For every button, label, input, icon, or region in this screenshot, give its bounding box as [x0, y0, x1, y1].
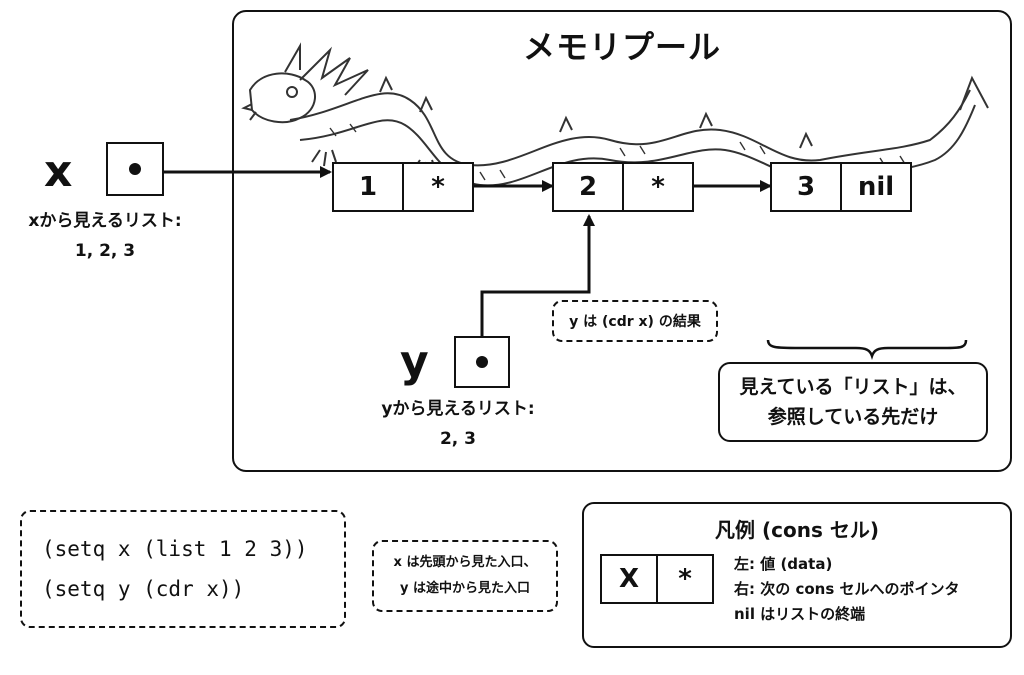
cons-cell-3: 3 nil [770, 162, 912, 212]
cell-1-value: 1 [358, 172, 378, 202]
y-pointer-dot [476, 356, 488, 368]
x-pointer-box [106, 142, 164, 196]
legend-line-2: 右: 次の cons セルへのポインタ [734, 580, 960, 598]
x-caption-line2: 1, 2, 3 [74, 241, 136, 261]
y-pointer-arrow [480, 214, 595, 360]
entry-note-line2: y は途中から見た入口 [399, 581, 530, 596]
cell-2-pointer: * [622, 164, 692, 210]
y-pointer-box [454, 336, 510, 388]
cell-3-value: 3 [796, 172, 816, 202]
cons-cell-2: 2 * [552, 162, 694, 212]
x-pointer-dot [129, 163, 141, 175]
legend-line-1: 左: 値 (data) [734, 555, 833, 573]
y-caption-line1: yから見えるリスト: [381, 399, 535, 419]
code-line-2: (setq y (cdr x)) [42, 577, 245, 601]
y-variable-label: y [400, 336, 429, 387]
legend-cons-cell: X * [600, 554, 714, 604]
legend-cell-value: X [618, 564, 640, 594]
visible-list-note: 見えている「リスト」は、 参照している先だけ [718, 362, 988, 442]
cell-3-pointer: nil [840, 164, 910, 210]
x-variable-label: x [44, 146, 73, 197]
y-caption: yから見えるリスト: 2, 3 [340, 394, 576, 454]
memory-pool-title: メモリプール [522, 28, 721, 66]
code-line-1: (setq x (list 1 2 3)) [42, 537, 308, 561]
legend-description: 左: 値 (data) 右: 次の cons セルへのポインタ nil はリスト… [734, 552, 959, 627]
legend-title: 凡例 (cons セル) [715, 518, 879, 542]
cdr-note: y は (cdr x) の結果 [552, 300, 718, 342]
legend-line-3: nil はリストの終端 [734, 605, 866, 623]
entry-note-line1: x は先頭から見た入口、 [393, 555, 537, 570]
entry-note: x は先頭から見た入口、 y は途中から見た入口 [372, 540, 558, 612]
cell-1-pointer: * [402, 164, 472, 210]
cell-2-value: 2 [578, 172, 598, 202]
y-caption-line2: 2, 3 [439, 429, 477, 449]
legend-box: 凡例 (cons セル) X * 左: 値 (data) 右: 次の cons … [582, 502, 1012, 648]
x-caption-line1: xから見えるリスト: [28, 211, 182, 231]
visible-note-line1: 見えている「リスト」は、 [739, 376, 967, 398]
curly-brace [766, 339, 968, 360]
legend-cell-pointer: * [656, 556, 712, 602]
visible-note-line2: 参照している先だけ [767, 406, 939, 428]
cons-cell-1: 1 * [332, 162, 474, 212]
x-caption: xから見えるリスト: 1, 2, 3 [0, 206, 210, 266]
code-box: (setq x (list 1 2 3)) (setq y (cdr x)) [20, 510, 346, 628]
memory-pool-frame [232, 10, 1012, 472]
